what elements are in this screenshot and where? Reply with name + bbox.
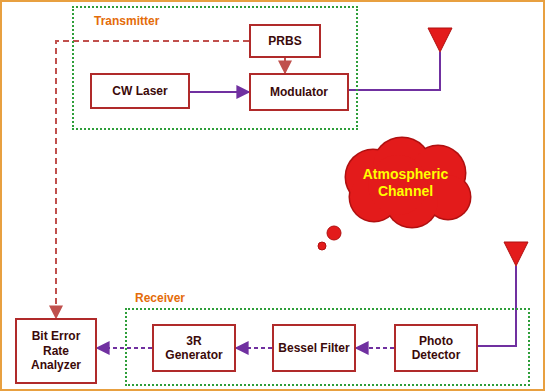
receiver-group: Receiver3R GeneratorBessel FilterPhoto D… bbox=[125, 308, 530, 386]
channel-label: Atmospheric Channel bbox=[360, 166, 452, 200]
antenna-feed bbox=[476, 266, 516, 346]
text-block: 3R Generator bbox=[158, 334, 230, 363]
box-label: Photo Detector bbox=[400, 334, 472, 363]
box-label: PRBS bbox=[268, 34, 301, 48]
process-box: CW Laser bbox=[90, 73, 190, 109]
cloud-bubble bbox=[327, 226, 341, 240]
cloud-bubble bbox=[318, 242, 326, 250]
signal-connector bbox=[236, 347, 272, 349]
group-heading: Transmitter bbox=[94, 14, 159, 28]
process-box: 3R Generator bbox=[152, 324, 236, 372]
box-label: Bessel Filter bbox=[278, 341, 349, 355]
box-label: Modulator bbox=[270, 85, 328, 99]
tx-antenna bbox=[428, 28, 452, 52]
text-block: Atmospheric Channel bbox=[360, 166, 452, 200]
signal-connector bbox=[356, 347, 394, 349]
text-block: Photo Detector bbox=[400, 334, 472, 363]
process-box: Bessel Filter bbox=[272, 324, 356, 372]
text-block: PRBS bbox=[268, 34, 301, 48]
box-label: 3R Generator bbox=[158, 334, 230, 363]
process-box: Photo Detector bbox=[394, 324, 478, 372]
transmitter-group: TransmitterPRBS CW Laser Modulator bbox=[72, 6, 358, 130]
process-box: PRBS bbox=[249, 24, 321, 58]
channel-cloud: Atmospheric Channel bbox=[338, 135, 473, 230]
process-box: Bit Error Rate Analyzer bbox=[15, 318, 97, 384]
text-block: Bit Error Rate Analyzer bbox=[21, 329, 91, 372]
text-block: CW Laser bbox=[112, 84, 167, 98]
group-heading: Receiver bbox=[135, 291, 185, 305]
antenna-feed bbox=[347, 52, 440, 90]
box-label: Bit Error Rate Analyzer bbox=[21, 329, 91, 372]
rx-antenna bbox=[504, 242, 528, 266]
text-block: Modulator bbox=[270, 85, 328, 99]
process-box: Modulator bbox=[249, 73, 349, 111]
box-label: CW Laser bbox=[112, 84, 167, 98]
signal-connector bbox=[190, 91, 249, 93]
signal-connector bbox=[56, 41, 249, 318]
text-block: Bessel Filter bbox=[278, 341, 349, 355]
signal-connector bbox=[284, 58, 286, 73]
